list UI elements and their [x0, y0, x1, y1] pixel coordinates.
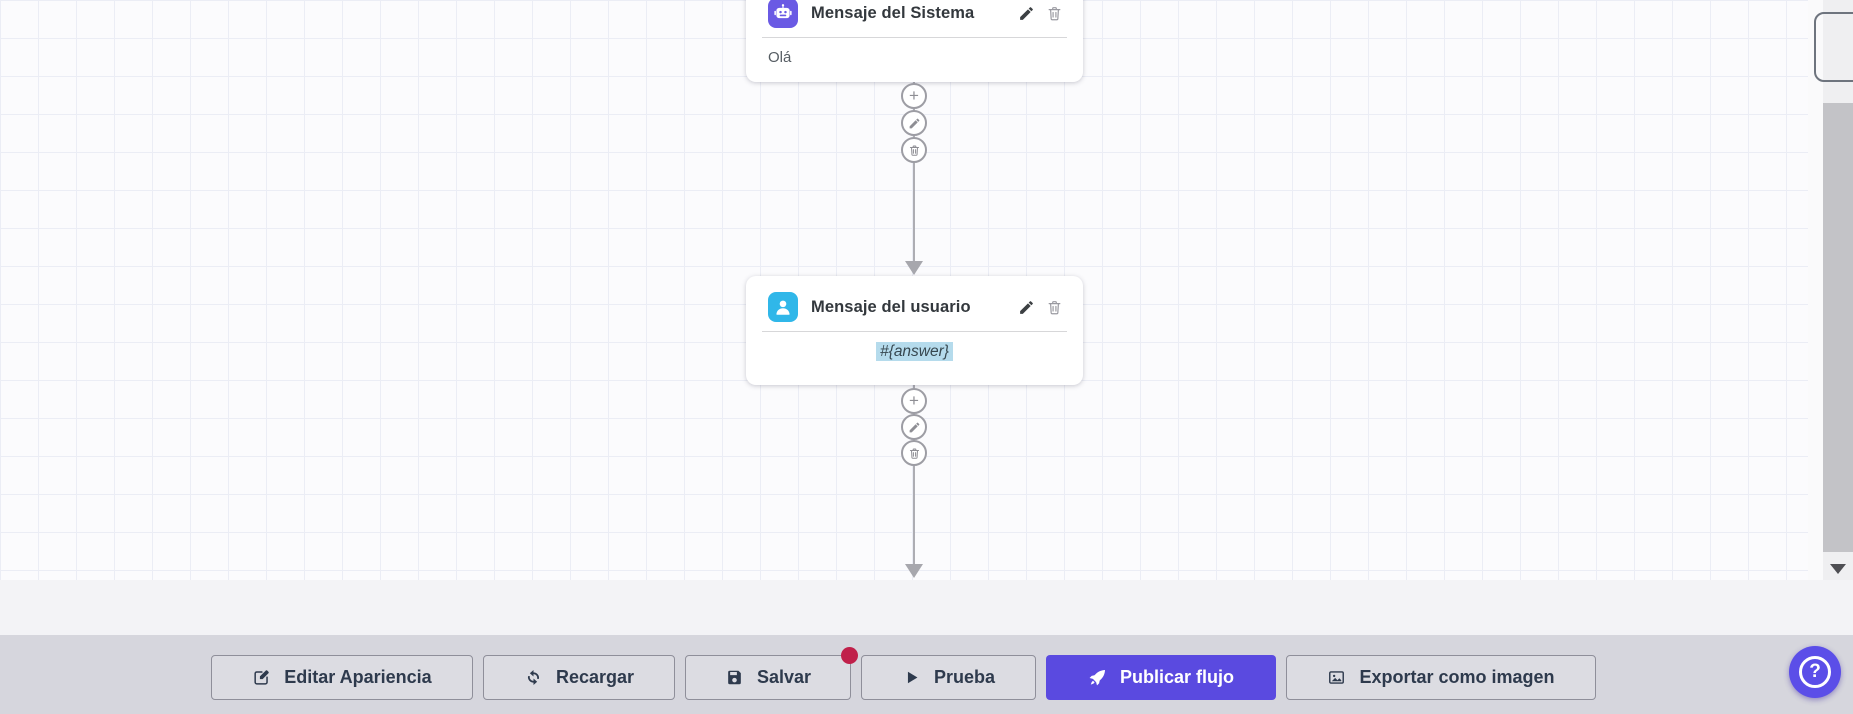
- robot-icon: [768, 0, 798, 28]
- connector-line: [913, 385, 915, 566]
- delete-step-button[interactable]: [901, 137, 927, 163]
- node-title: Mensaje del Sistema: [811, 3, 975, 22]
- node-system-message[interactable]: Mensaje del Sistema Olá: [746, 0, 1083, 82]
- trash-icon: [909, 145, 919, 156]
- button-label: Exportar como imagen: [1359, 667, 1555, 687]
- user-icon: [768, 292, 798, 322]
- connector-line: [913, 82, 915, 263]
- canvas-edge-gap: [1808, 0, 1824, 580]
- edit-step-button[interactable]: [901, 414, 927, 440]
- edit-square-icon: [254, 670, 269, 685]
- node-divider: [762, 37, 1067, 38]
- delete-step-button[interactable]: [901, 440, 927, 466]
- pencil-icon: [1020, 300, 1033, 314]
- arrow-down-icon: [905, 261, 923, 275]
- corner-panel: [1814, 12, 1853, 82]
- node-content: #{answer}: [746, 332, 1083, 375]
- save-icon: [728, 670, 741, 685]
- image-icon: [1329, 671, 1345, 684]
- trash-icon: [1048, 300, 1061, 314]
- edit-step-button[interactable]: [901, 110, 927, 136]
- export-image-button[interactable]: Exportar como imagen: [1286, 655, 1596, 700]
- lower-strip: [0, 580, 1853, 635]
- add-step-button[interactable]: +: [901, 388, 927, 414]
- button-label: Prueba: [933, 667, 996, 687]
- scrollbar-thumb[interactable]: [1823, 103, 1853, 552]
- save-button[interactable]: Salvar: [685, 647, 858, 700]
- plus-icon: +: [909, 85, 919, 105]
- button-label: Editar Apariencia: [284, 667, 432, 687]
- play-icon: [907, 671, 918, 684]
- rocket-icon: [1089, 669, 1106, 686]
- edit-appearance-button[interactable]: Editar Apariencia: [211, 655, 473, 700]
- arrow-down-icon: [1830, 564, 1846, 574]
- publish-button[interactable]: Publicar flujo: [1046, 655, 1276, 700]
- question-icon: ?: [1799, 656, 1831, 688]
- flow-canvas[interactable]: Mensaje del Sistema Olá: [0, 0, 1824, 580]
- node-title: Mensaje del usuario: [811, 297, 971, 316]
- reload-button[interactable]: Recargar: [483, 655, 675, 700]
- delete-node-button[interactable]: [1046, 299, 1063, 316]
- edit-node-button[interactable]: [1018, 5, 1035, 22]
- node-header: Mensaje del usuario: [746, 276, 1083, 331]
- edit-node-button[interactable]: [1018, 299, 1035, 316]
- node-divider: [762, 331, 1067, 332]
- trash-icon: [909, 448, 919, 459]
- unsaved-changes-badge: [841, 647, 858, 664]
- pencil-icon: [909, 422, 919, 432]
- variable-chip[interactable]: #{answer}: [876, 342, 953, 361]
- node-header: Mensaje del Sistema: [746, 0, 1083, 37]
- plus-icon: +: [909, 390, 919, 410]
- button-label: Publicar flujo: [1119, 667, 1234, 687]
- arrow-down-icon: [905, 564, 923, 578]
- add-step-button[interactable]: +: [901, 83, 927, 109]
- button-label: Salvar: [756, 667, 812, 687]
- pencil-icon: [909, 118, 919, 128]
- pencil-icon: [1020, 6, 1033, 20]
- delete-node-button[interactable]: [1046, 5, 1063, 22]
- button-label: Recargar: [555, 667, 635, 687]
- node-user-message[interactable]: Mensaje del usuario #{ans: [746, 276, 1083, 385]
- scroll-down-button[interactable]: [1829, 561, 1847, 575]
- bottom-toolbar: Editar Apariencia Recargar Salvar Prueba: [0, 635, 1853, 714]
- help-button[interactable]: ?: [1789, 646, 1841, 698]
- trash-icon: [1048, 6, 1061, 20]
- node-content: Olá: [768, 49, 792, 66]
- refresh-icon: [527, 670, 540, 685]
- test-button[interactable]: Prueba: [861, 655, 1036, 700]
